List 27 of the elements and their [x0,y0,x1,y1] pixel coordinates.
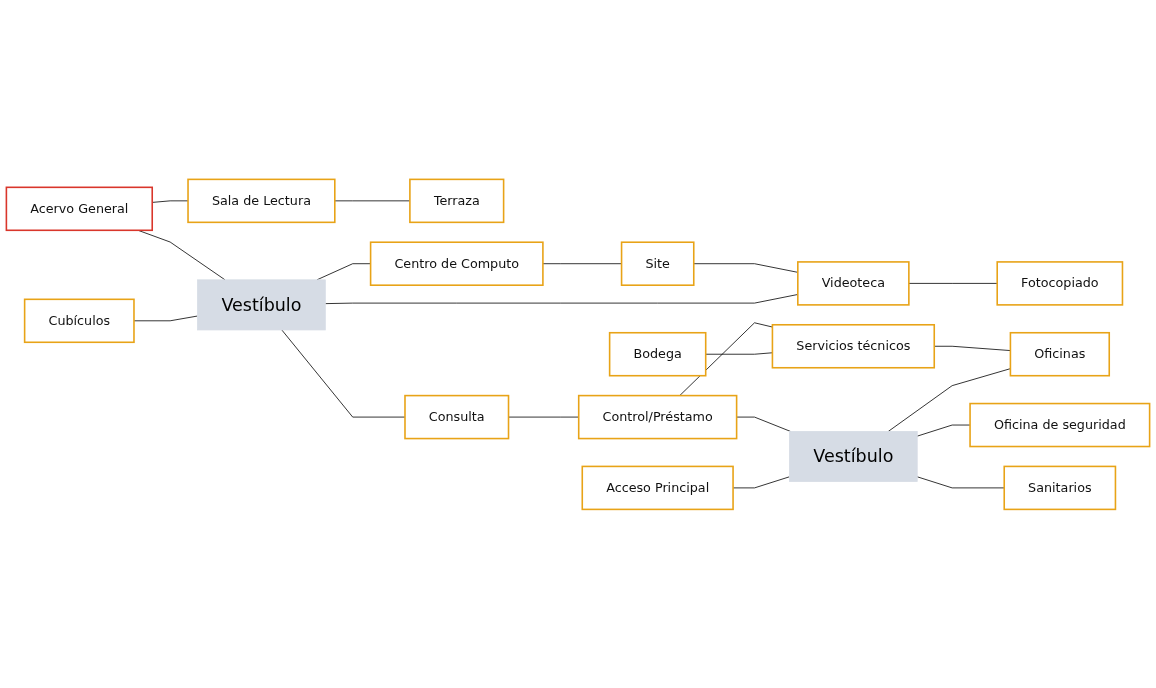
connector [736,416,791,432]
node-box: Consulta [404,394,510,439]
connector [916,476,1005,488]
node-box: Acceso Principal [581,465,734,510]
node-box: Videoteca [797,260,910,306]
node-box: Terraza [409,178,505,223]
node-box: Control/Préstamo [577,394,738,439]
node-box: Vestíbulo [789,430,918,482]
connector [705,352,773,355]
node-box: Sala de Lectura [187,178,336,223]
node-box: Bodega [608,331,707,377]
connector [133,315,198,321]
node-box: Vestíbulo [197,279,326,330]
node-box: Servicios técnicos [771,323,936,369]
node-box: Site [620,241,695,286]
node-box: Cubículos [23,298,135,343]
connector [679,322,773,396]
connector [916,424,971,437]
node-box: Centro de Computo [369,241,544,286]
node-box: Fotocopiado [996,260,1124,306]
connector [887,367,1011,432]
connector [137,229,226,280]
node-box: Oficinas [1009,331,1111,377]
node-box: Oficina de seguridad [969,402,1151,447]
connector [908,282,998,284]
node-box: Acervo General [5,186,153,231]
node-box: Sanitarios [1003,465,1117,510]
